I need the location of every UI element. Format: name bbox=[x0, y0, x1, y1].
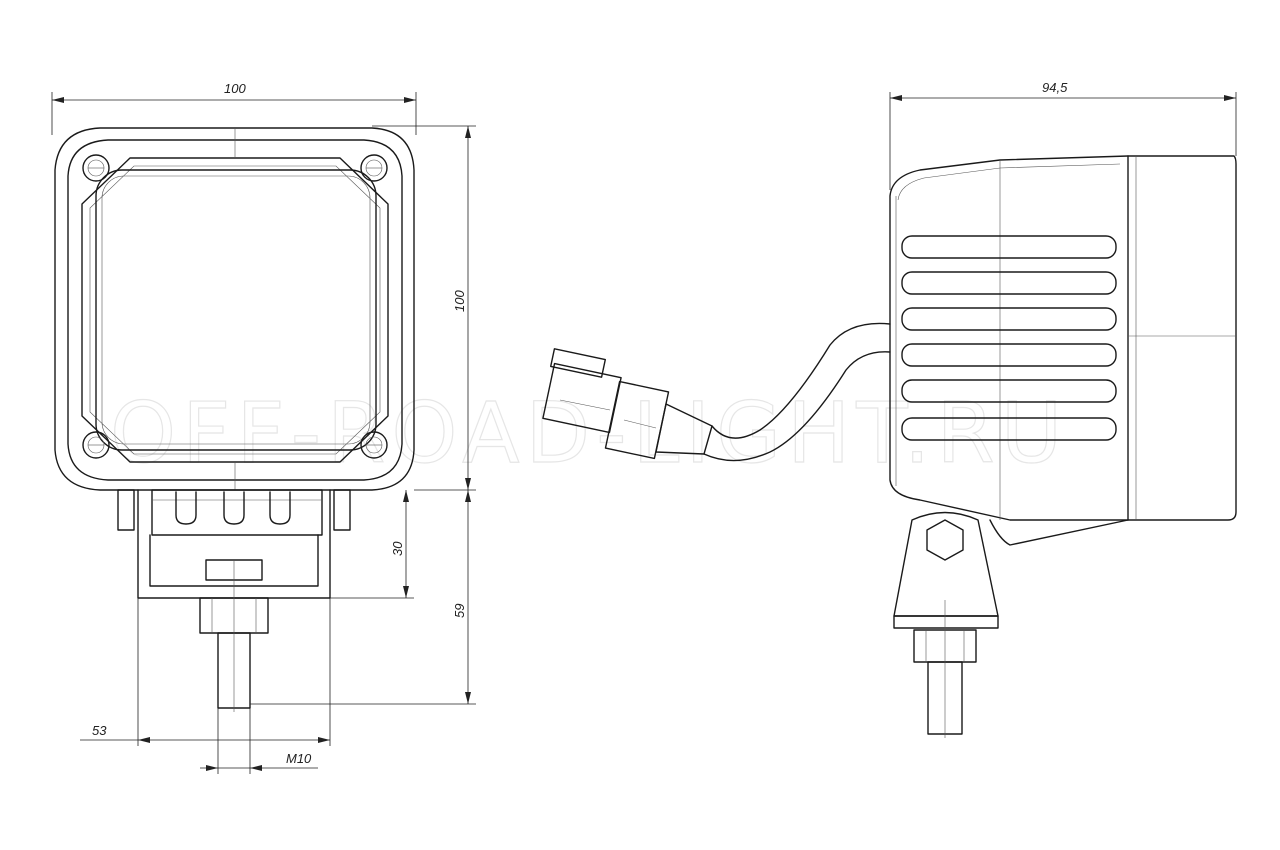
power-cable bbox=[703, 322, 891, 462]
dim-bolt-label: M10 bbox=[286, 751, 312, 766]
cooling-fins bbox=[901, 235, 1117, 441]
side-dimensions: 94,5 bbox=[889, 80, 1237, 190]
watermark: OFF-ROAD-LIGHT.RU bbox=[110, 384, 1068, 482]
mounting-bracket bbox=[117, 489, 351, 712]
dim-bracket-width-label: 53 bbox=[92, 723, 107, 738]
cable-connector bbox=[542, 348, 713, 460]
screw-bottom-left bbox=[82, 431, 110, 459]
side-bracket bbox=[893, 511, 999, 738]
front-view bbox=[54, 127, 415, 712]
screw-bottom-right bbox=[360, 431, 388, 459]
dim-height-label: 100 bbox=[452, 290, 467, 312]
front-dimensions: 100 100 30 59 53 M10 bbox=[51, 81, 476, 774]
dim-total-bracket-label: 59 bbox=[452, 604, 467, 618]
dim-bracket-height-label: 30 bbox=[390, 541, 405, 556]
screw-top-right bbox=[360, 154, 388, 182]
screw-top-left bbox=[82, 154, 110, 182]
dim-width-label: 100 bbox=[224, 81, 246, 96]
dim-depth-label: 94,5 bbox=[1042, 80, 1068, 95]
side-view bbox=[542, 155, 1237, 738]
